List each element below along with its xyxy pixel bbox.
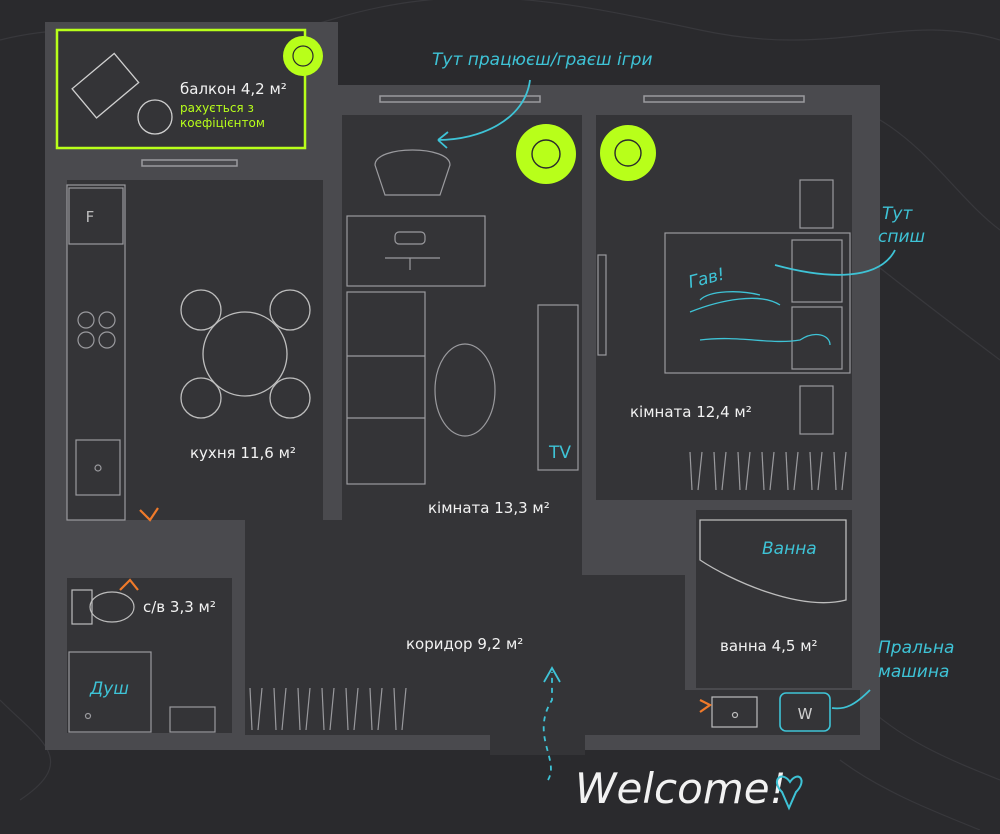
bed [664,179,851,435]
balcony-floor [57,30,305,148]
work-annotation: Тут працюєш/граєш ігри [432,50,653,70]
desk [346,149,486,287]
corridor-label: коридор 9,2 м² [406,635,523,653]
kitchen-floor [67,180,323,520]
sleep-annotation-line2: спиш [878,227,925,247]
kitchen-label: кухня 11,6 м² [190,444,296,462]
corridor-floor [245,520,860,755]
washer-arrow-icon [831,689,871,710]
sleep-annotation-line1: Тут [882,204,913,224]
door-marker-icon [119,507,713,713]
balcony-note-line2: коефіцієнтом [180,116,265,130]
balcony-note-line1: рахується з [180,101,254,115]
sleeping-person-icon [689,291,831,346]
kitchen-counter [66,184,126,521]
shower-tray [68,651,216,733]
room1-label: кімната 13,3 м² [428,499,550,517]
windows [141,95,805,167]
washer-annotation-line2: машина [878,662,949,682]
fridge-label: F [86,208,95,226]
sink-icon [711,696,758,728]
washing-machine-icon [779,692,831,732]
sleep-arrow-icon [774,249,896,276]
balcony-outline [55,28,307,150]
tv-label: TV [548,443,571,463]
toilet-icon [71,589,135,625]
plant-icon [516,124,576,184]
dining-table [180,289,311,419]
corridor-wardrobe [249,687,407,731]
wall-shelf [597,254,607,356]
arrowhead-icon [437,131,449,149]
bathtub-annotation: Ванна [762,539,817,559]
bathtub-icon [699,519,847,604]
sofa [346,291,496,485]
room1-floor [342,115,582,570]
wardrobe [689,451,847,491]
balcony-label: балкон 4,2 м² [180,80,287,98]
heart-icon [776,775,803,811]
arrowhead-icon [543,666,561,683]
plant-icon [600,125,656,181]
room2-label: кімната 12,4 м² [630,403,752,421]
tv-stand [537,304,579,471]
lounge-chair-icon [71,52,173,135]
welcome-text: Welcome! [575,764,786,813]
washer-annotation-line1: Пральна [878,638,954,658]
plant-icon [283,36,323,76]
bath-floor [696,510,852,688]
shower-annotation: Душ [89,679,129,699]
washer-label: W [798,705,813,723]
bath-label: ванна 4,5 м² [720,637,818,655]
wc-label: с/в 3,3 м² [143,598,216,616]
work-arrow-icon [437,79,531,141]
